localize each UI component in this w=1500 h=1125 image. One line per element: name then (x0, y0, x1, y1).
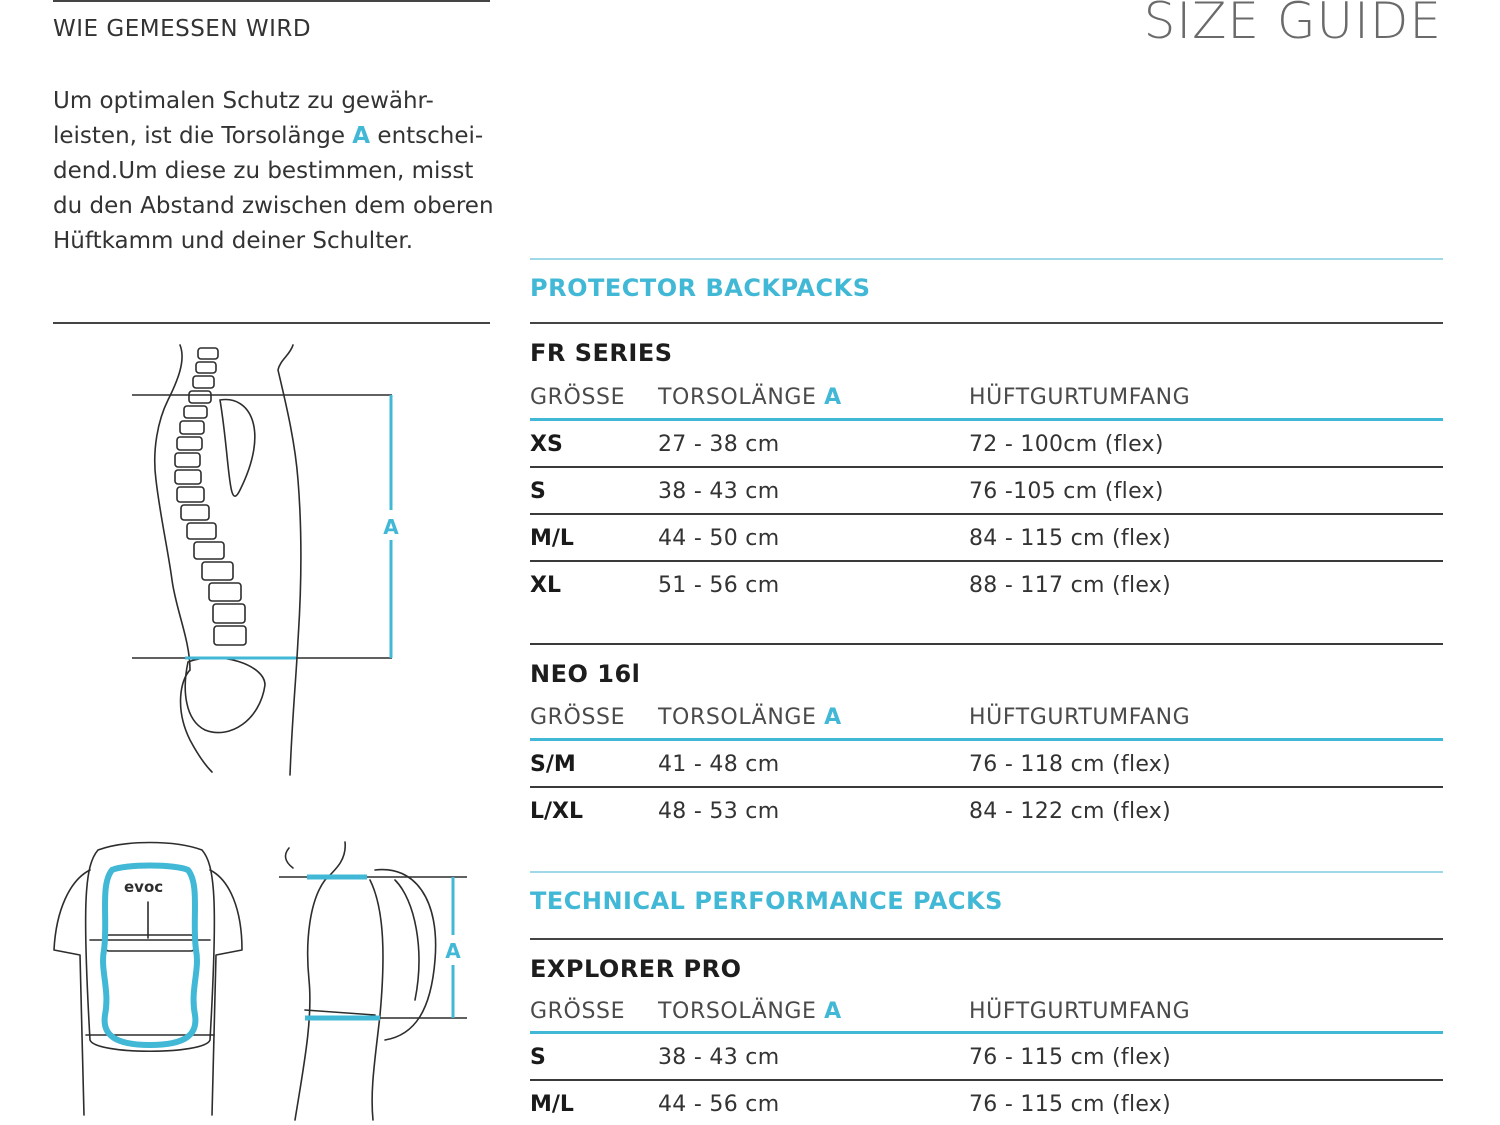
intro-line-2: leisten, ist die Torsolänge A entschei- (53, 119, 493, 154)
column-header-hip: HÜFTGURTUMFANG (969, 705, 1191, 730)
series-title-neo: NEO 16l (530, 660, 641, 688)
intro-line-2-end: entschei- (377, 123, 484, 149)
row-divider (530, 1079, 1443, 1081)
column-header-torso-accent: A (824, 999, 842, 1024)
table-cell-hip: 76 -105 cm (flex) (969, 479, 1164, 504)
table-cell-hip: 72 - 100cm (flex) (969, 432, 1164, 457)
category-top-rule (530, 258, 1443, 260)
column-header-torso: TORSOLÄNGE A (658, 385, 842, 410)
table-cell-size: S (530, 479, 546, 504)
series-title-fr: FR SERIES (530, 339, 673, 367)
section-title: WIE GEMESSEN WIRD (53, 16, 312, 42)
table-cell-size: XL (530, 573, 561, 598)
top-left-rule (53, 0, 490, 2)
column-header-size: GRÖSSE (530, 999, 626, 1024)
category-top-rule (530, 871, 1443, 873)
row-divider (530, 466, 1443, 468)
table-cell-torso: 38 - 43 cm (658, 479, 780, 504)
column-header-hip: HÜFTGURTUMFANG (969, 385, 1191, 410)
column-header-torso-accent: A (824, 385, 842, 410)
column-header-torso-label: TORSOLÄNGE (658, 705, 817, 730)
table-cell-hip: 76 - 115 cm (flex) (969, 1045, 1172, 1070)
row-divider (530, 560, 1443, 562)
column-header-size: GRÖSSE (530, 705, 626, 730)
category-bottom-rule (530, 938, 1443, 940)
header-underline (530, 738, 1443, 741)
table-cell-hip: 84 - 115 cm (flex) (969, 526, 1172, 551)
table-cell-torso: 44 - 50 cm (658, 526, 780, 551)
series-divider (530, 643, 1443, 645)
side-marker-label: A (445, 939, 461, 963)
illustration-top-rule (53, 322, 490, 324)
table-cell-torso: 41 - 48 cm (658, 752, 780, 777)
column-header-size: GRÖSSE (530, 385, 626, 410)
table-cell-size: M/L (530, 1092, 574, 1117)
intro-line-5: Hüftkamm und deiner Schulter. (53, 228, 414, 254)
category-bottom-rule (530, 322, 1443, 324)
column-header-hip: HÜFTGURTUMFANG (969, 999, 1191, 1024)
intro-line-4: du den Abstand zwischen dem oberen (53, 193, 494, 219)
backpack-side-illustration: A (279, 841, 467, 1121)
spine-marker-label: A (383, 515, 399, 539)
header-underline (530, 1031, 1443, 1034)
table-cell-torso: 27 - 38 cm (658, 432, 780, 457)
intro-text: Um optimalen Schutz zu gewähr- leisten, … (53, 84, 494, 259)
backpack-back-illustration: evoc (53, 841, 243, 1116)
table-cell-size: M/L (530, 526, 574, 551)
row-divider (530, 513, 1443, 515)
table-cell-size: XS (530, 432, 563, 457)
column-header-torso-label: TORSOLÄNGE (658, 385, 817, 410)
category-title-protector: PROTECTOR BACKPACKS (530, 274, 871, 302)
spine-illustration: A (132, 344, 399, 776)
table-cell-hip: 76 - 118 cm (flex) (969, 752, 1172, 777)
column-header-torso-accent: A (824, 705, 842, 730)
table-cell-hip: 88 - 117 cm (flex) (969, 573, 1172, 598)
table-cell-torso: 44 - 56 cm (658, 1092, 780, 1117)
table-cell-torso: 48 - 53 cm (658, 799, 780, 824)
column-header-torso: TORSOLÄNGE A (658, 705, 842, 730)
column-header-torso: TORSOLÄNGE A (658, 999, 842, 1024)
column-header-torso-label: TORSOLÄNGE (658, 999, 817, 1024)
table-cell-size: L/XL (530, 799, 584, 824)
table-cell-hip: 84 - 122 cm (flex) (969, 799, 1172, 824)
intro-line-1: Um optimalen Schutz zu gewähr- (53, 88, 434, 114)
category-title-technical: TECHNICAL PERFORMANCE PACKS (530, 887, 1003, 915)
page-title: SIZE GUIDE (1143, 0, 1442, 50)
series-title-explorer: EXPLORER PRO (530, 955, 742, 983)
table-cell-hip: 76 - 115 cm (flex) (969, 1092, 1172, 1117)
evoc-logo: evoc (124, 878, 163, 896)
table-cell-size: S/M (530, 752, 576, 777)
table-cell-size: S (530, 1045, 546, 1070)
table-cell-torso: 38 - 43 cm (658, 1045, 780, 1070)
table-cell-torso: 51 - 56 cm (658, 573, 780, 598)
row-divider (530, 786, 1443, 788)
header-underline (530, 418, 1443, 421)
intro-line-2-start: leisten, ist die Torsolänge (53, 123, 345, 149)
intro-line-3: dend.Um diese zu bestimmen, misst (53, 158, 474, 184)
intro-accent-a: A (352, 123, 371, 149)
